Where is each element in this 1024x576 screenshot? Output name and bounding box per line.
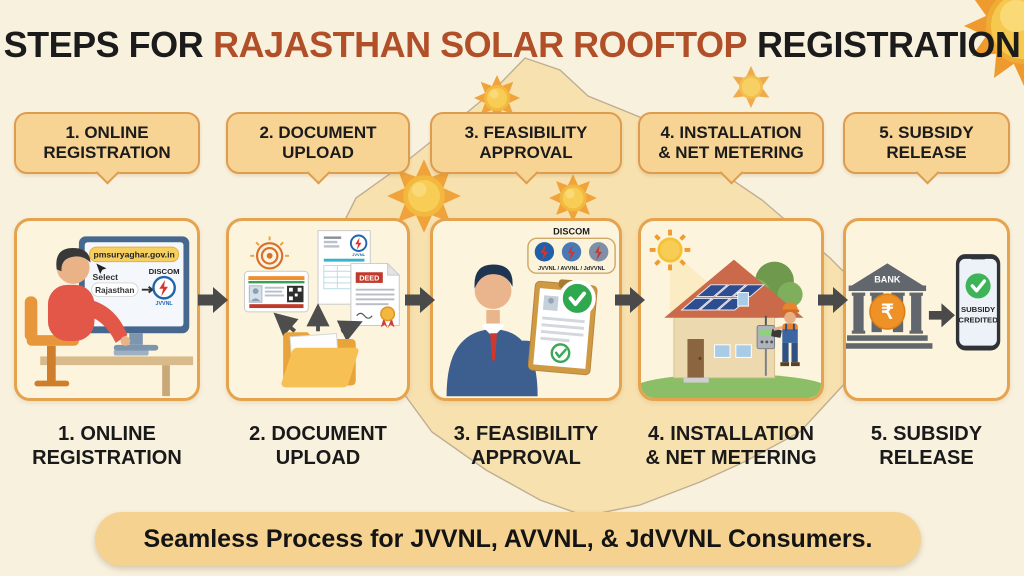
keyboard-icon bbox=[113, 349, 149, 356]
svg-text:JVVNL / AVVNL / JdVVNL: JVVNL / AVVNL / JdVVNL bbox=[538, 266, 606, 272]
footer-banner-text: Seamless Process for JVVNL, AVVNL, & JdV… bbox=[143, 524, 873, 553]
panel-document-upload: JVVNL DEED bbox=[226, 218, 410, 401]
callout-step-2: 2. DOCUMENT UPLOAD bbox=[226, 112, 410, 174]
person-at-computer bbox=[47, 248, 131, 346]
step-label-1: 1. ONLINE REGISTRATION bbox=[32, 423, 182, 469]
arrow-right-icon bbox=[141, 285, 154, 294]
step-label-2: 2. DOCUMENT UPLOAD bbox=[249, 423, 387, 469]
flow-arrow-icon bbox=[198, 287, 228, 313]
sun-icon bbox=[474, 75, 520, 121]
small-check-icon bbox=[550, 343, 571, 364]
flow-arrow-icon bbox=[818, 287, 848, 313]
svg-text:pmsuryaghar.gov.in: pmsuryaghar.gov.in bbox=[93, 250, 174, 260]
title-highlight: RAJASTHAN SOLAR ROOFTOP bbox=[213, 24, 748, 65]
svg-text:CREDITED: CREDITED bbox=[958, 316, 998, 325]
callout-step-5: 5. SUBSIDY RELEASE bbox=[843, 112, 1010, 174]
svg-text:DISCOM: DISCOM bbox=[553, 226, 590, 236]
fingerprint-icon bbox=[250, 236, 289, 270]
approved-check-icon bbox=[558, 279, 596, 317]
callout-label: 5. SUBSIDY RELEASE bbox=[879, 122, 974, 162]
installation-illustration bbox=[641, 229, 821, 398]
footer-banner: Seamless Process for JVVNL, AVVNL, & JdV… bbox=[95, 512, 921, 566]
select-label: Select bbox=[92, 272, 118, 282]
sun-icon bbox=[387, 159, 461, 233]
rupee-coin-icon: ₹ bbox=[869, 293, 906, 330]
callout-label: 1. ONLINE REGISTRATION bbox=[43, 122, 171, 162]
flow-arrow-icon bbox=[405, 287, 435, 313]
callout-step-1: 1. ONLINE REGISTRATION bbox=[14, 112, 200, 174]
svg-text:JVVNL: JVVNL bbox=[352, 252, 366, 257]
callout-label: 4. INSTALLATION & NET METERING bbox=[658, 122, 804, 162]
panel-subsidy-release: BANK ₹ bbox=[843, 218, 1010, 401]
jvvnl-logo-icon: JVVNL bbox=[152, 275, 176, 307]
sun-icon bbox=[732, 65, 770, 109]
solar-panels-icon bbox=[680, 284, 766, 311]
step-label-4: 4. INSTALLATION & NET METERING bbox=[645, 423, 817, 469]
step-label-3: 3. FEASIBILITY APPROVAL bbox=[453, 423, 599, 469]
browser-address-bar: pmsuryaghar.gov.in bbox=[89, 246, 180, 263]
title-suffix: REGISTRATION bbox=[757, 24, 1021, 65]
svg-text:DEED: DEED bbox=[359, 273, 379, 282]
success-check-icon bbox=[965, 273, 991, 299]
sun-icon bbox=[649, 229, 691, 271]
discom-badge: DISCOM JVVNL / AVVNL / JdVVNL bbox=[527, 226, 616, 274]
flow-arrow-icon bbox=[615, 287, 645, 313]
svg-text:₹: ₹ bbox=[881, 302, 894, 324]
corner-sun-icon bbox=[964, 0, 1024, 86]
technician-person bbox=[771, 302, 800, 367]
title-prefix: STEPS FOR bbox=[3, 24, 204, 65]
cursor-icon bbox=[96, 263, 107, 275]
svg-text:JVVNL: JVVNL bbox=[156, 301, 174, 307]
panel-feasibility-approval: DISCOM JVVNL / AVVNL / JdVVNL bbox=[430, 218, 622, 401]
online-registration-illustration: pmsuryaghar.gov.in Select Rajasthan DISC… bbox=[24, 236, 194, 397]
deed-document-icon: DEED bbox=[350, 262, 401, 329]
panel-online-registration: pmsuryaghar.gov.in Select Rajasthan DISC… bbox=[14, 218, 200, 401]
bank-icon: BANK ₹ bbox=[846, 263, 933, 349]
upload-arrows bbox=[273, 303, 363, 342]
callout-step-3: 3. FEASIBILITY APPROVAL bbox=[430, 112, 622, 174]
sun-icon bbox=[549, 174, 597, 222]
folder-icon bbox=[281, 332, 359, 388]
svg-text:Rajasthan: Rajasthan bbox=[95, 286, 134, 295]
aadhaar-card-icon bbox=[243, 270, 309, 313]
arrow-right-icon bbox=[928, 303, 955, 328]
feasibility-approval-illustration: DISCOM JVVNL / AVVNL / JdVVNL bbox=[446, 226, 616, 397]
subsidy-release-illustration: BANK ₹ bbox=[846, 254, 1001, 351]
panel-installation-net-metering bbox=[638, 218, 824, 401]
discom-label: DISCOM bbox=[149, 267, 180, 276]
discom-logos bbox=[534, 242, 609, 262]
chair-icon bbox=[24, 296, 79, 387]
state-pill: Rajasthan bbox=[91, 282, 139, 297]
callout-label: 3. FEASIBILITY APPROVAL bbox=[464, 122, 588, 162]
step-label-5: 5. SUBSIDY RELEASE bbox=[870, 423, 983, 469]
net-meter-icon bbox=[756, 315, 776, 376]
document-upload-illustration: JVVNL DEED bbox=[243, 230, 401, 388]
phone-icon: SUBSIDY CREDITED bbox=[955, 254, 1001, 351]
callout-step-4: 4. INSTALLATION & NET METERING bbox=[638, 112, 824, 174]
svg-text:SUBSIDY: SUBSIDY bbox=[961, 305, 996, 314]
svg-text:BANK: BANK bbox=[874, 274, 901, 284]
callout-label: 2. DOCUMENT UPLOAD bbox=[259, 122, 377, 162]
